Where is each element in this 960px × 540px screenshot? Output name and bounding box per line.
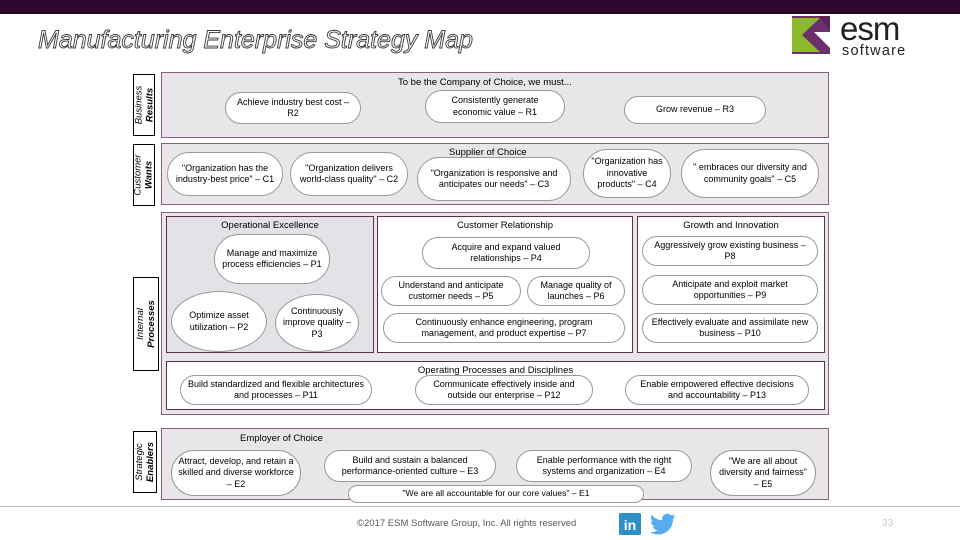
objective-e3[interactable]: Build and sustain a balanced performance…	[324, 450, 496, 482]
band-label-word2: Results	[144, 87, 155, 123]
objective-p8[interactable]: Aggressively grow existing business – P8	[642, 236, 818, 266]
objective-p5[interactable]: Understand and anticipate customer needs…	[381, 276, 521, 306]
band-label-word2: Processes	[146, 300, 158, 348]
band-label-word1: Strategic	[134, 443, 146, 481]
objective-p2[interactable]: Optimize asset utilization – P2	[171, 291, 267, 352]
objective-c3[interactable]: "Organization is responsive and anticipa…	[417, 157, 571, 201]
objective-r1[interactable]: Consistently generate economic value – R…	[425, 90, 565, 123]
theme-heading-customer-relationship: Customer Relationship	[456, 220, 554, 231]
band-heading-business-results: To be the Company of Choice, we must...	[398, 77, 572, 88]
theme-heading-operational-excellence: Operational Excellence	[221, 220, 319, 231]
theme-heading-operating-processes: Operating Processes and Disciplines	[417, 365, 574, 376]
objective-c5[interactable]: " embraces our diversity and community g…	[681, 149, 819, 198]
theme-heading-growth-and-innovation: Growth and Innovation	[683, 220, 779, 231]
objective-p6[interactable]: Manage quality of launches – P6	[527, 276, 625, 306]
svg-text:esm: esm	[840, 10, 899, 47]
objective-p12[interactable]: Communicate effectively inside and outsi…	[415, 375, 593, 405]
logo-arrow-mark	[792, 16, 830, 54]
objective-e4[interactable]: Enable performance with the right system…	[516, 450, 692, 482]
band-heading-strategic-enablers: Employer of Choice	[240, 433, 323, 444]
band-label-word2: Wants	[144, 160, 155, 190]
band-heading-customer-wants: Supplier of Choice	[449, 147, 527, 158]
objective-c2[interactable]: "Organization delivers world-class quali…	[290, 152, 408, 196]
top-accent-bar	[0, 0, 960, 14]
footer-divider	[0, 506, 960, 507]
band-label-business-results: Business Results	[133, 74, 155, 136]
objective-p7[interactable]: Continuously enhance engineering, progra…	[383, 313, 625, 343]
objective-e2[interactable]: Attract, develop, and retain a skilled a…	[171, 450, 301, 496]
objective-p1[interactable]: Manage and maximize process efficiencies…	[214, 234, 330, 284]
svg-text:software: software	[842, 43, 906, 59]
objective-c4[interactable]: "Organization has innovative products" –…	[583, 149, 671, 198]
copyright-text: ©2017 ESM Software Group, Inc. All right…	[357, 518, 577, 529]
objective-p3[interactable]: Continuously improve quality – P3	[275, 294, 359, 352]
objective-e5[interactable]: "We are all about diversity and fairness…	[710, 450, 816, 496]
objective-c1[interactable]: "Organization has the industry-best pric…	[167, 152, 283, 196]
objective-p11[interactable]: Build standardized and flexible architec…	[180, 375, 372, 405]
band-label-word1: Internal	[135, 308, 147, 340]
band-label-internal-processes: Internal Processes	[133, 277, 159, 371]
esm-software-logo: esm software	[784, 8, 954, 60]
objective-r2[interactable]: Achieve industry best cost – R2	[225, 92, 361, 124]
band-label-word1: Customer	[133, 154, 144, 196]
band-label-word1: Business	[133, 85, 144, 125]
objective-p9[interactable]: Anticipate and exploit market opportunit…	[642, 275, 818, 305]
linkedin-icon[interactable]: in	[619, 513, 641, 540]
objective-p13[interactable]: Enable empowered effective decisions and…	[625, 375, 809, 405]
twitter-icon[interactable]	[649, 512, 676, 540]
svg-text:in: in	[624, 517, 636, 533]
objective-r3[interactable]: Grow revenue – R3	[624, 96, 766, 124]
objective-e1[interactable]: "We are all accountable for our core val…	[348, 485, 644, 503]
band-label-customer-wants: Customer Wants	[133, 144, 155, 206]
page-title: Manufacturing Enterprise Strategy Map	[38, 26, 474, 55]
objective-p10[interactable]: Effectively evaluate and assimilate new …	[642, 313, 818, 343]
band-label-strategic-enablers: Strategic Enablers	[133, 431, 157, 493]
objective-p4[interactable]: Acquire and expand valued relationships …	[422, 237, 590, 269]
page-number: 33	[882, 518, 894, 529]
band-label-word2: Enablers	[145, 441, 157, 483]
